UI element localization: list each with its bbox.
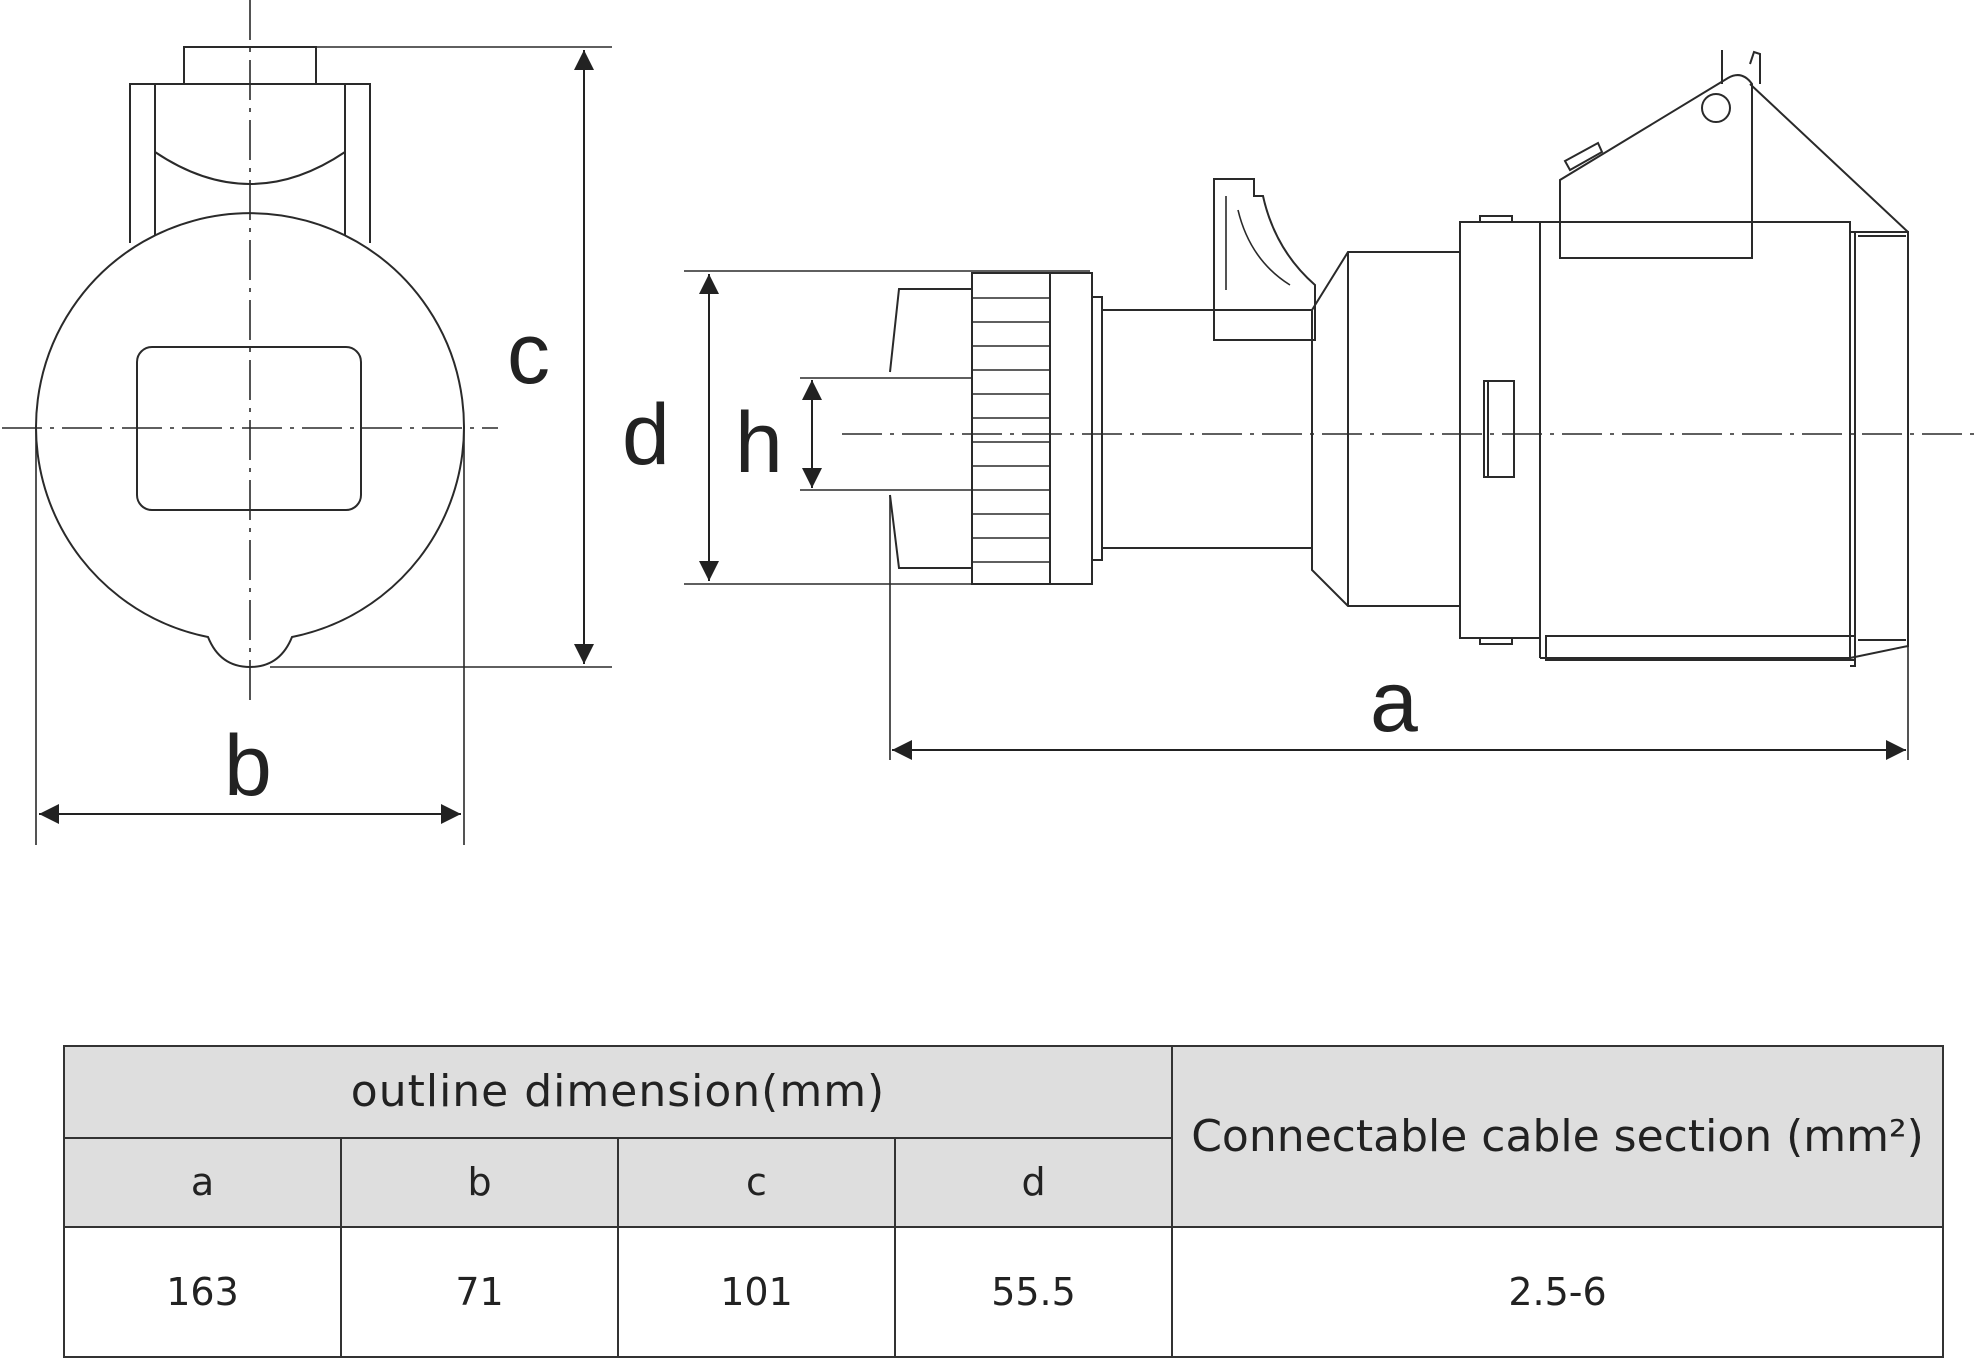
label-d: d — [622, 387, 670, 483]
gland-nut — [889, 288, 973, 569]
main-body — [1311, 251, 1461, 607]
socket-lid — [1559, 74, 1753, 259]
ring-window — [1483, 380, 1515, 478]
cable-section-value: 2.5-6 — [1171, 1226, 1944, 1358]
cable-clamp — [1213, 178, 1316, 341]
body-neck — [1102, 309, 1312, 549]
gland-washer — [1049, 272, 1093, 585]
label-a: a — [1370, 654, 1418, 750]
column-header-a: a — [63, 1136, 342, 1229]
column-header-b: b — [340, 1136, 619, 1229]
socket-body-circle — [35, 212, 465, 669]
front-view — [2, 0, 612, 845]
dimension-table: outline dimension(mm) Connectable cable … — [63, 1044, 1944, 1358]
value-a: 163 — [63, 1226, 342, 1358]
cable-section-header: Connectable cable section (mm²) — [1171, 1044, 1944, 1229]
label-b: b — [224, 718, 272, 814]
column-header-c: c — [617, 1136, 896, 1229]
outline-dimension-header: outline dimension(mm) — [63, 1045, 1173, 1139]
label-h: h — [735, 395, 783, 491]
column-header-d: d — [894, 1136, 1173, 1229]
value-b: 71 — [340, 1226, 619, 1358]
locking-ring — [1459, 221, 1541, 639]
value-c: 101 — [617, 1226, 896, 1358]
side-view — [684, 50, 1976, 760]
lid-hinge-pin — [1701, 93, 1731, 123]
socket-housing — [1540, 221, 1851, 659]
value-d: 55.5 — [894, 1226, 1173, 1358]
label-c: c — [507, 306, 550, 402]
